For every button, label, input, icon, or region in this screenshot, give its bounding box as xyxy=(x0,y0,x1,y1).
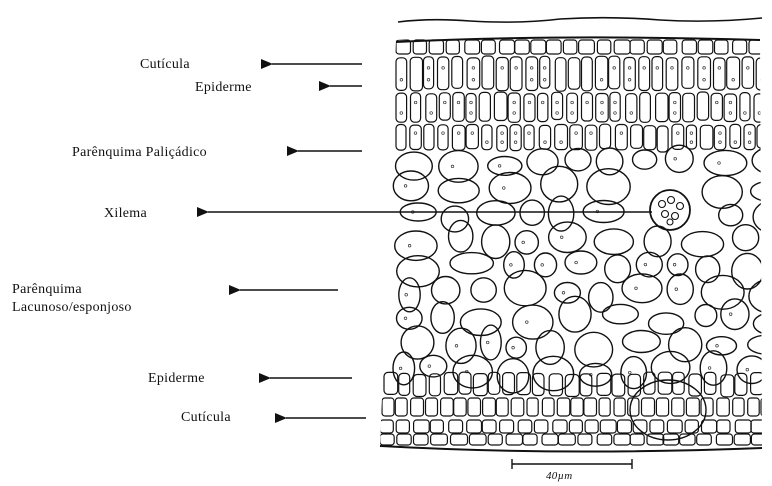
cell-layers xyxy=(380,40,772,445)
label-parenquima-lacunoso-line2: Lacunoso/esponjoso xyxy=(12,299,132,316)
label-parenquima-palicadico: Parênquima Paliçádico xyxy=(72,144,207,161)
label-cuticula-bottom: Cutícula xyxy=(181,409,231,426)
label-epiderme-bottom: Epiderme xyxy=(148,370,205,387)
label-parenquima-lacunoso-line1: Parênquima xyxy=(12,281,82,298)
upper-cuticle-line xyxy=(398,18,762,22)
lower-epidermis-outline xyxy=(380,446,762,452)
xylem-bundle xyxy=(650,190,690,230)
scale-bar-label: 40µm xyxy=(546,468,572,485)
label-xilema: Xilema xyxy=(104,205,147,222)
label-cuticula-top: Cutícula xyxy=(140,56,190,73)
label-epiderme-top: Epiderme xyxy=(195,79,252,96)
